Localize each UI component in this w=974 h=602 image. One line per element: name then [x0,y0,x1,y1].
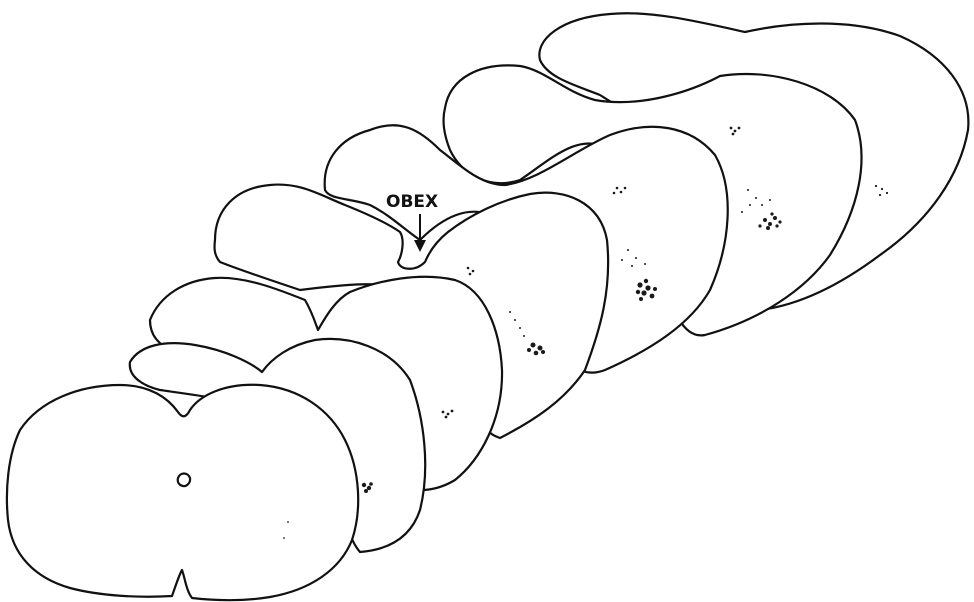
section-5-dense-cluster [635,278,657,301]
section-4 [213,183,610,440]
section-1 [5,383,360,602]
obex-annotation: OBEX [386,192,438,252]
section-4-dense-cluster [527,342,545,356]
obex-arrowhead [414,240,426,252]
section-1-outline [5,383,360,602]
section-4-outline [213,183,610,440]
section-1-dots [283,521,289,539]
section-5-sparse-dots [612,186,646,267]
section-4-sparse-dots [466,266,525,337]
central-canal-outline [176,472,192,488]
section-2-cluster [361,482,373,493]
section-6-dense-cluster [758,212,782,230]
obex-label: OBEX [386,192,438,212]
section-6-sparse-dots [729,126,771,213]
section-7-label-cluster [874,184,889,197]
